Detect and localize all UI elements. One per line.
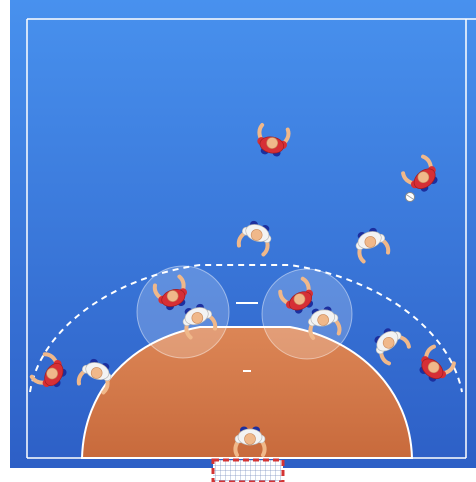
player-red-left-wing-attacker[interactable]	[29, 352, 71, 393]
goal-area	[80, 326, 414, 459]
player-white-right-back-defender[interactable]	[369, 324, 411, 366]
player-red-left-back-attacker[interactable]	[152, 274, 191, 313]
player-red-right-wing-attacker-with-ball[interactable]	[401, 154, 443, 196]
highlight-zone-left	[136, 265, 230, 359]
player-white-left-back-defender[interactable]	[179, 301, 218, 340]
highlight-zone-right	[261, 268, 353, 360]
player-white-left-wing-defender[interactable]	[76, 356, 115, 395]
player-white-advanced-defender-left[interactable]	[236, 218, 275, 257]
player-red-right-wing-attacker[interactable]	[414, 344, 456, 386]
player-white-goalkeeper[interactable]	[233, 426, 267, 457]
player-white-pivot-defender[interactable]	[306, 305, 342, 340]
ball[interactable]	[405, 192, 415, 202]
players-layer	[29, 123, 456, 457]
goal	[211, 458, 285, 482]
player-red-pivot-attacker[interactable]	[278, 276, 319, 318]
player-white-advanced-defender-right[interactable]	[352, 225, 391, 264]
player-red-center-back-attacker[interactable]	[255, 123, 291, 158]
